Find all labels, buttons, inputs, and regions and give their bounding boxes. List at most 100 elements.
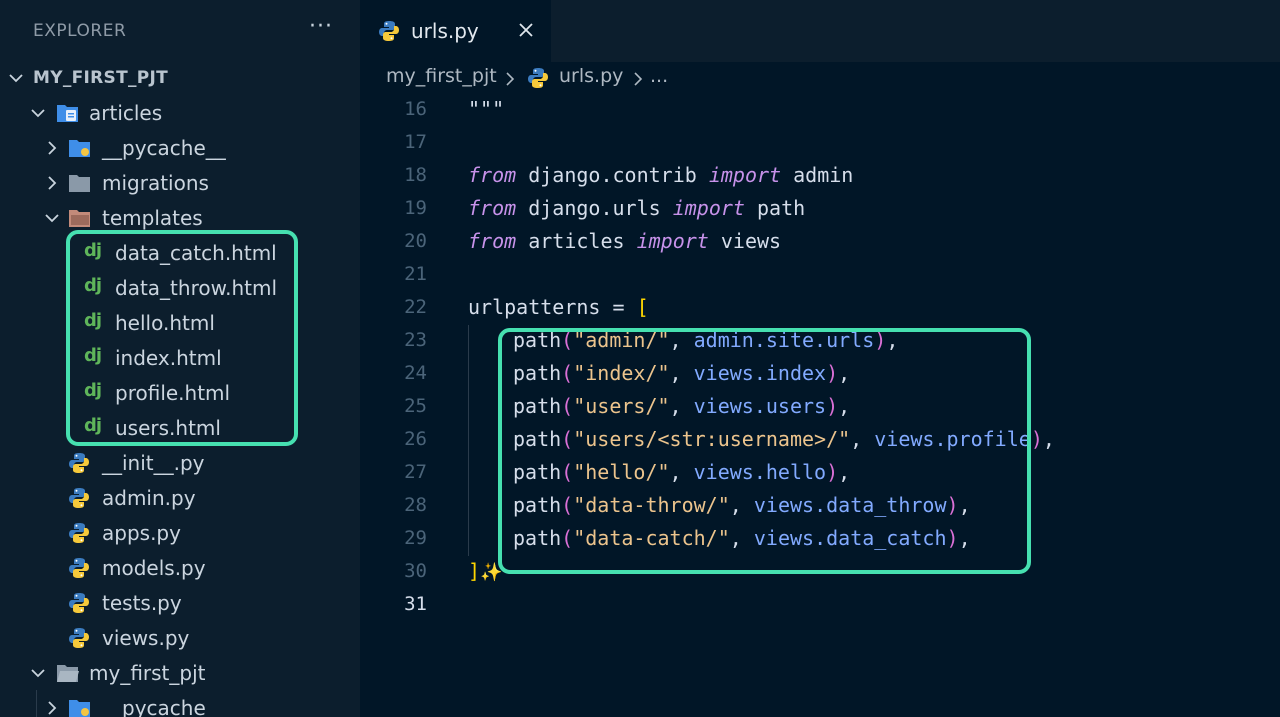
route-view: views.profile	[874, 427, 1031, 451]
tree-file-views[interactable]: views.py	[0, 620, 360, 655]
python-icon	[68, 627, 92, 649]
code-text: ]✨	[468, 559, 502, 583]
tree-label: MY_FIRST_PJT	[33, 68, 169, 88]
tree-folder-pycache[interactable]: __pycache__	[0, 130, 360, 165]
code-line: 17	[360, 127, 1280, 160]
tree-file-models[interactable]: models.py	[0, 550, 360, 585]
python-icon	[527, 67, 549, 93]
code-line: 18 from django.contrib import admin	[360, 160, 1280, 193]
code-line: 30 ]✨	[360, 556, 1280, 589]
tree-file-hello[interactable]: dj hello.html	[0, 305, 360, 340]
tree-file-profile[interactable]: dj profile.html	[0, 375, 360, 410]
line-number: 25	[404, 395, 427, 417]
module-name: articles	[528, 229, 625, 253]
tree-label: tests.py	[102, 591, 182, 615]
code-editor: urls.py my_first_pjt urls.py ... 16 """ …	[360, 0, 1280, 717]
code-line: 24 path("index/", views.index),	[360, 358, 1280, 391]
folder-open-icon	[56, 102, 80, 124]
tree-file-index[interactable]: dj index.html	[0, 340, 360, 375]
line-number: 21	[404, 263, 427, 285]
django-icon: dj	[84, 275, 102, 296]
tree-folder-templates[interactable]: templates	[0, 200, 360, 235]
route-url: "data-catch/"	[573, 526, 730, 550]
python-icon	[68, 487, 92, 509]
code-line: 29 path("data-catch/", views.data_catch)…	[360, 523, 1280, 556]
tree-label: data_throw.html	[115, 276, 278, 300]
tree-label: profile.html	[115, 381, 231, 405]
path-call: path	[513, 427, 562, 451]
code-text: path("users/", views.users),	[513, 394, 851, 418]
more-actions-icon[interactable]: ···	[309, 14, 333, 39]
chevron-down-icon	[30, 95, 46, 130]
breadcrumb-folder[interactable]: my_first_pjt	[386, 65, 497, 87]
python-icon	[378, 20, 400, 46]
routes-highlight-box	[498, 328, 1031, 574]
line-number: 22	[404, 296, 427, 318]
code-area[interactable]: 16 """ 17 18 from django.contrib import …	[360, 94, 1280, 717]
python-icon	[68, 522, 92, 544]
django-icon: dj	[84, 345, 102, 366]
tree-label: migrations	[102, 171, 209, 195]
tree-folder-my-first-pjt[interactable]: my_first_pjt	[0, 655, 360, 690]
path-call: path	[513, 394, 562, 418]
chevron-down-icon	[44, 200, 60, 235]
code-line: 23 path("admin/", admin.site.urls),	[360, 325, 1280, 358]
tree-folder-pycache-2[interactable]: __pycache__	[0, 690, 360, 717]
chevron-right-icon	[44, 690, 60, 717]
code-text: urlpatterns = [	[468, 295, 649, 319]
line-number: 30	[404, 560, 427, 582]
tree-root-my-first-pjt[interactable]: MY_FIRST_PJT	[0, 60, 360, 95]
tree-label: admin.py	[102, 486, 196, 510]
tree-label: templates	[102, 206, 203, 230]
code-line: 26 path("users/<str:username>/", views.p…	[360, 424, 1280, 457]
code-line: 28 path("data-throw/", views.data_throw)…	[360, 490, 1280, 523]
folder-icon	[68, 172, 92, 194]
tree-file-init[interactable]: __init__.py	[0, 445, 360, 480]
sparkle-icon[interactable]: ✨	[480, 562, 503, 583]
close-icon[interactable]	[518, 22, 534, 42]
tree-file-data-throw[interactable]: dj data_throw.html	[0, 270, 360, 305]
django-icon: dj	[84, 415, 102, 436]
breadcrumb: my_first_pjt urls.py ...	[360, 62, 1280, 94]
tree-file-data-catch[interactable]: dj data_catch.html	[0, 235, 360, 270]
folder-pycache-icon	[68, 137, 92, 159]
tree-label: articles	[89, 101, 163, 125]
route-url: "users/"	[573, 394, 670, 418]
tree-file-tests[interactable]: tests.py	[0, 585, 360, 620]
close-bracket: ]	[468, 559, 481, 583]
assign-operator: =	[600, 295, 637, 319]
line-number: 16	[404, 98, 427, 120]
code-text: path("data-throw/", views.data_throw),	[513, 493, 971, 517]
path-call: path	[513, 361, 562, 385]
tree-folder-articles[interactable]: articles	[0, 95, 360, 130]
tab-urls-py[interactable]: urls.py	[360, 0, 551, 62]
tree-label: __pycache__	[102, 696, 226, 717]
tree-file-apps[interactable]: apps.py	[0, 515, 360, 550]
line-number: 20	[404, 230, 427, 252]
line-number: 18	[404, 164, 427, 186]
code-text: path("hello/", views.hello),	[513, 460, 851, 484]
tree-file-users[interactable]: dj users.html	[0, 410, 360, 445]
route-url: "index/"	[573, 361, 670, 385]
code-line: 20 from articles import views	[360, 226, 1280, 259]
tree-file-admin[interactable]: admin.py	[0, 480, 360, 515]
path-call: path	[513, 493, 562, 517]
route-view: admin.site.urls	[693, 328, 875, 352]
tree-folder-migrations[interactable]: migrations	[0, 165, 360, 200]
code-line: 25 path("users/", views.users),	[360, 391, 1280, 424]
code-text: from django.contrib import admin	[468, 163, 853, 187]
tree-label: models.py	[102, 556, 206, 580]
tree-label: __init__.py	[102, 451, 205, 475]
route-url: "users/<str:username>/"	[573, 427, 851, 451]
breadcrumb-file[interactable]: urls.py	[559, 65, 624, 87]
module-name: django.contrib	[528, 163, 697, 187]
breadcrumb-more[interactable]: ...	[650, 65, 669, 87]
open-bracket: [	[636, 295, 649, 319]
path-call: path	[513, 328, 562, 352]
python-icon	[68, 592, 92, 614]
code-text: from django.urls import path	[468, 196, 805, 220]
route-view: views.hello	[693, 460, 827, 484]
keyword-from: from	[468, 229, 517, 253]
route-url: "data-throw/"	[573, 493, 730, 517]
python-icon	[68, 557, 92, 579]
